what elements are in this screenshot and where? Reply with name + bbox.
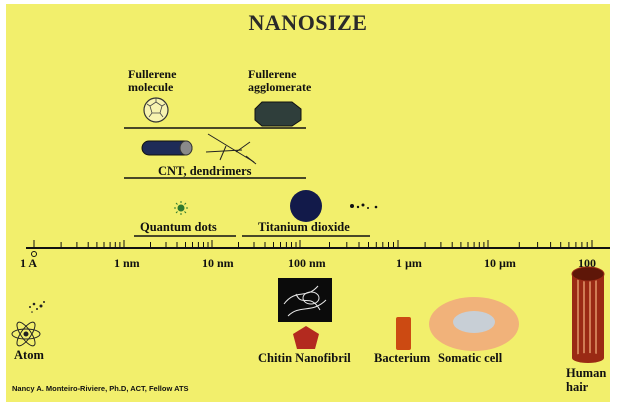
fullerene-molecule-label: Fullerene molecule xyxy=(128,68,176,94)
fullerene-molecule-line-2: molecule xyxy=(128,80,174,94)
human-hair-line-1: Human xyxy=(566,366,607,380)
tick-label: 10 nm xyxy=(202,256,234,270)
tick-label: 1 µm xyxy=(396,256,422,270)
fullerene-molecule-line-1: Fullerene xyxy=(128,67,177,81)
titanium-dioxide-icon xyxy=(290,190,322,222)
bacterium-label: Bacterium xyxy=(374,351,431,365)
tick-label: 10 µm xyxy=(484,256,516,270)
nanosize-slide: NANOSIZE Fullerene molecule Fullerene ag… xyxy=(6,4,610,402)
atom-label: Atom xyxy=(14,348,44,362)
fullerene-agglomerate-line-2: agglomerate xyxy=(248,80,312,94)
quantum-dots-label: Quantum dots xyxy=(140,220,217,234)
chitin-micrograph-image xyxy=(278,278,332,322)
fullerene-agglomerate-icon xyxy=(254,101,302,127)
chitin-nanofibril-icon xyxy=(293,326,319,349)
dendrimer-icon xyxy=(205,133,257,165)
somatic-cell-label: Somatic cell xyxy=(438,351,503,365)
human-hair-icon xyxy=(571,266,605,363)
fullerene-agglomerate-line-1: Fullerene xyxy=(248,67,297,81)
quantum-dot-icon xyxy=(174,201,188,215)
titanium-dioxide-label: Titanium dioxide xyxy=(258,220,350,234)
somatic-cell-icon xyxy=(429,297,519,351)
page-title: NANOSIZE xyxy=(248,10,368,35)
human-hair-label: Human hair xyxy=(566,366,606,394)
carbon-nanotube-icon xyxy=(141,140,193,156)
atom-icon xyxy=(11,321,41,347)
atom-scatter-icon xyxy=(29,301,45,313)
tick-label: 100 nm xyxy=(288,256,326,270)
diagram-graphics xyxy=(11,97,610,363)
tick-label: 100 xyxy=(578,256,596,270)
tick-label: 1 A xyxy=(20,256,38,270)
scale-axis xyxy=(26,240,610,257)
credit-text: Nancy A. Monteiro-Riviere, Ph.D, ACT, Fe… xyxy=(12,384,189,393)
fullerene-agglomerate-label: Fullerene agglomerate xyxy=(248,68,311,94)
tick-label: 1 nm xyxy=(114,256,140,270)
chitin-label: Chitin Nanofibril xyxy=(258,351,351,365)
bacterium-icon xyxy=(396,317,411,350)
fullerene-molecule-icon xyxy=(143,97,169,123)
human-hair-line-2: hair xyxy=(566,380,589,394)
cnt-label: CNT, dendrimers xyxy=(158,164,252,178)
titanium-particles-icon xyxy=(350,203,378,209)
